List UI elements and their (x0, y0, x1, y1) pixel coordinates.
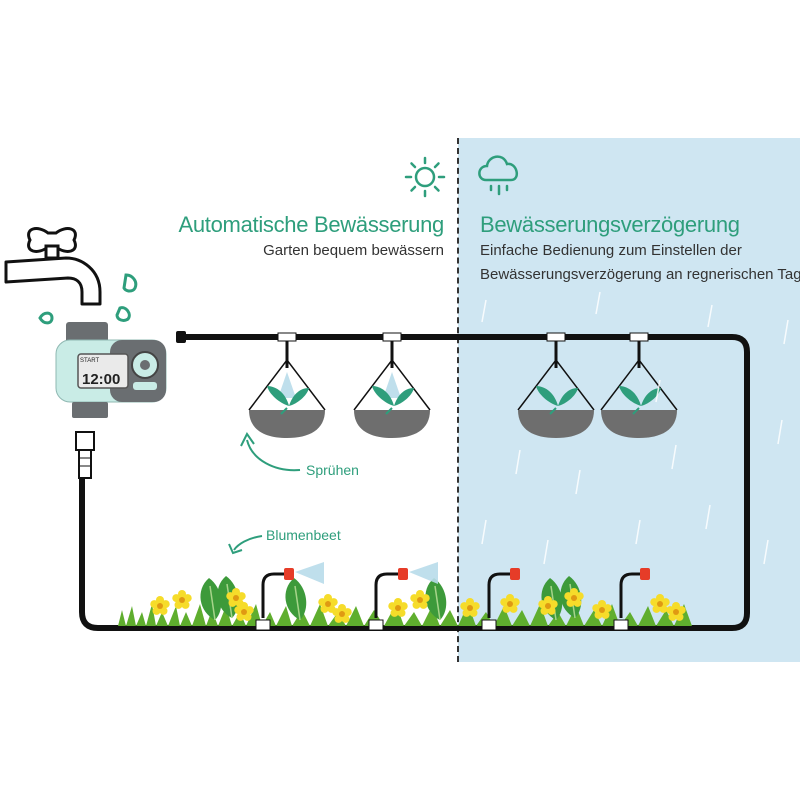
rain-streaks (481, 291, 789, 565)
left-section-subtitle: Garten bequem bewässern (263, 242, 444, 259)
water-drop-icon (38, 273, 138, 325)
sun-icon (404, 156, 446, 198)
right-section-subtitle-line2: Bewässerungsverzögerung an regnerischen … (480, 266, 800, 283)
timer-start-label: START (80, 358, 99, 364)
left-section-title: Automatische Bewässerung (178, 212, 444, 237)
water-timer: START 12:00 (55, 322, 167, 418)
hanging-pot (353, 358, 431, 438)
curved-arrow-icon (233, 535, 263, 551)
rain-cloud-icon (478, 155, 519, 196)
flowerbed-label: Blumenbeet (266, 527, 341, 543)
ground-spray (295, 562, 438, 584)
hose-line (79, 334, 750, 631)
right-section-subtitle-line1: Einfache Bedienung zum Einstellen der (480, 242, 742, 259)
hanging-pot (248, 358, 326, 438)
leaf-icon (535, 385, 579, 415)
spray-mist (278, 372, 401, 398)
hose-tees (255, 619, 629, 631)
flowerbed (118, 575, 692, 626)
faucet-icon (4, 227, 102, 306)
drip-stakes-top (277, 332, 649, 368)
right-section-title: Bewässerungsverzögerung (480, 212, 740, 237)
timer-display-time: 12:00 (82, 371, 120, 388)
drip-stakes-ground (261, 572, 642, 618)
hanging-pot (600, 358, 678, 438)
valve-red (284, 568, 650, 580)
spray-label: Sprühen (306, 462, 359, 478)
section-divider (457, 138, 459, 662)
curved-arrow-icon (246, 439, 301, 472)
hanging-pot (517, 358, 595, 438)
hose-connector (75, 431, 95, 479)
timer-button[interactable] (133, 382, 157, 390)
leaf-icon (618, 385, 662, 415)
